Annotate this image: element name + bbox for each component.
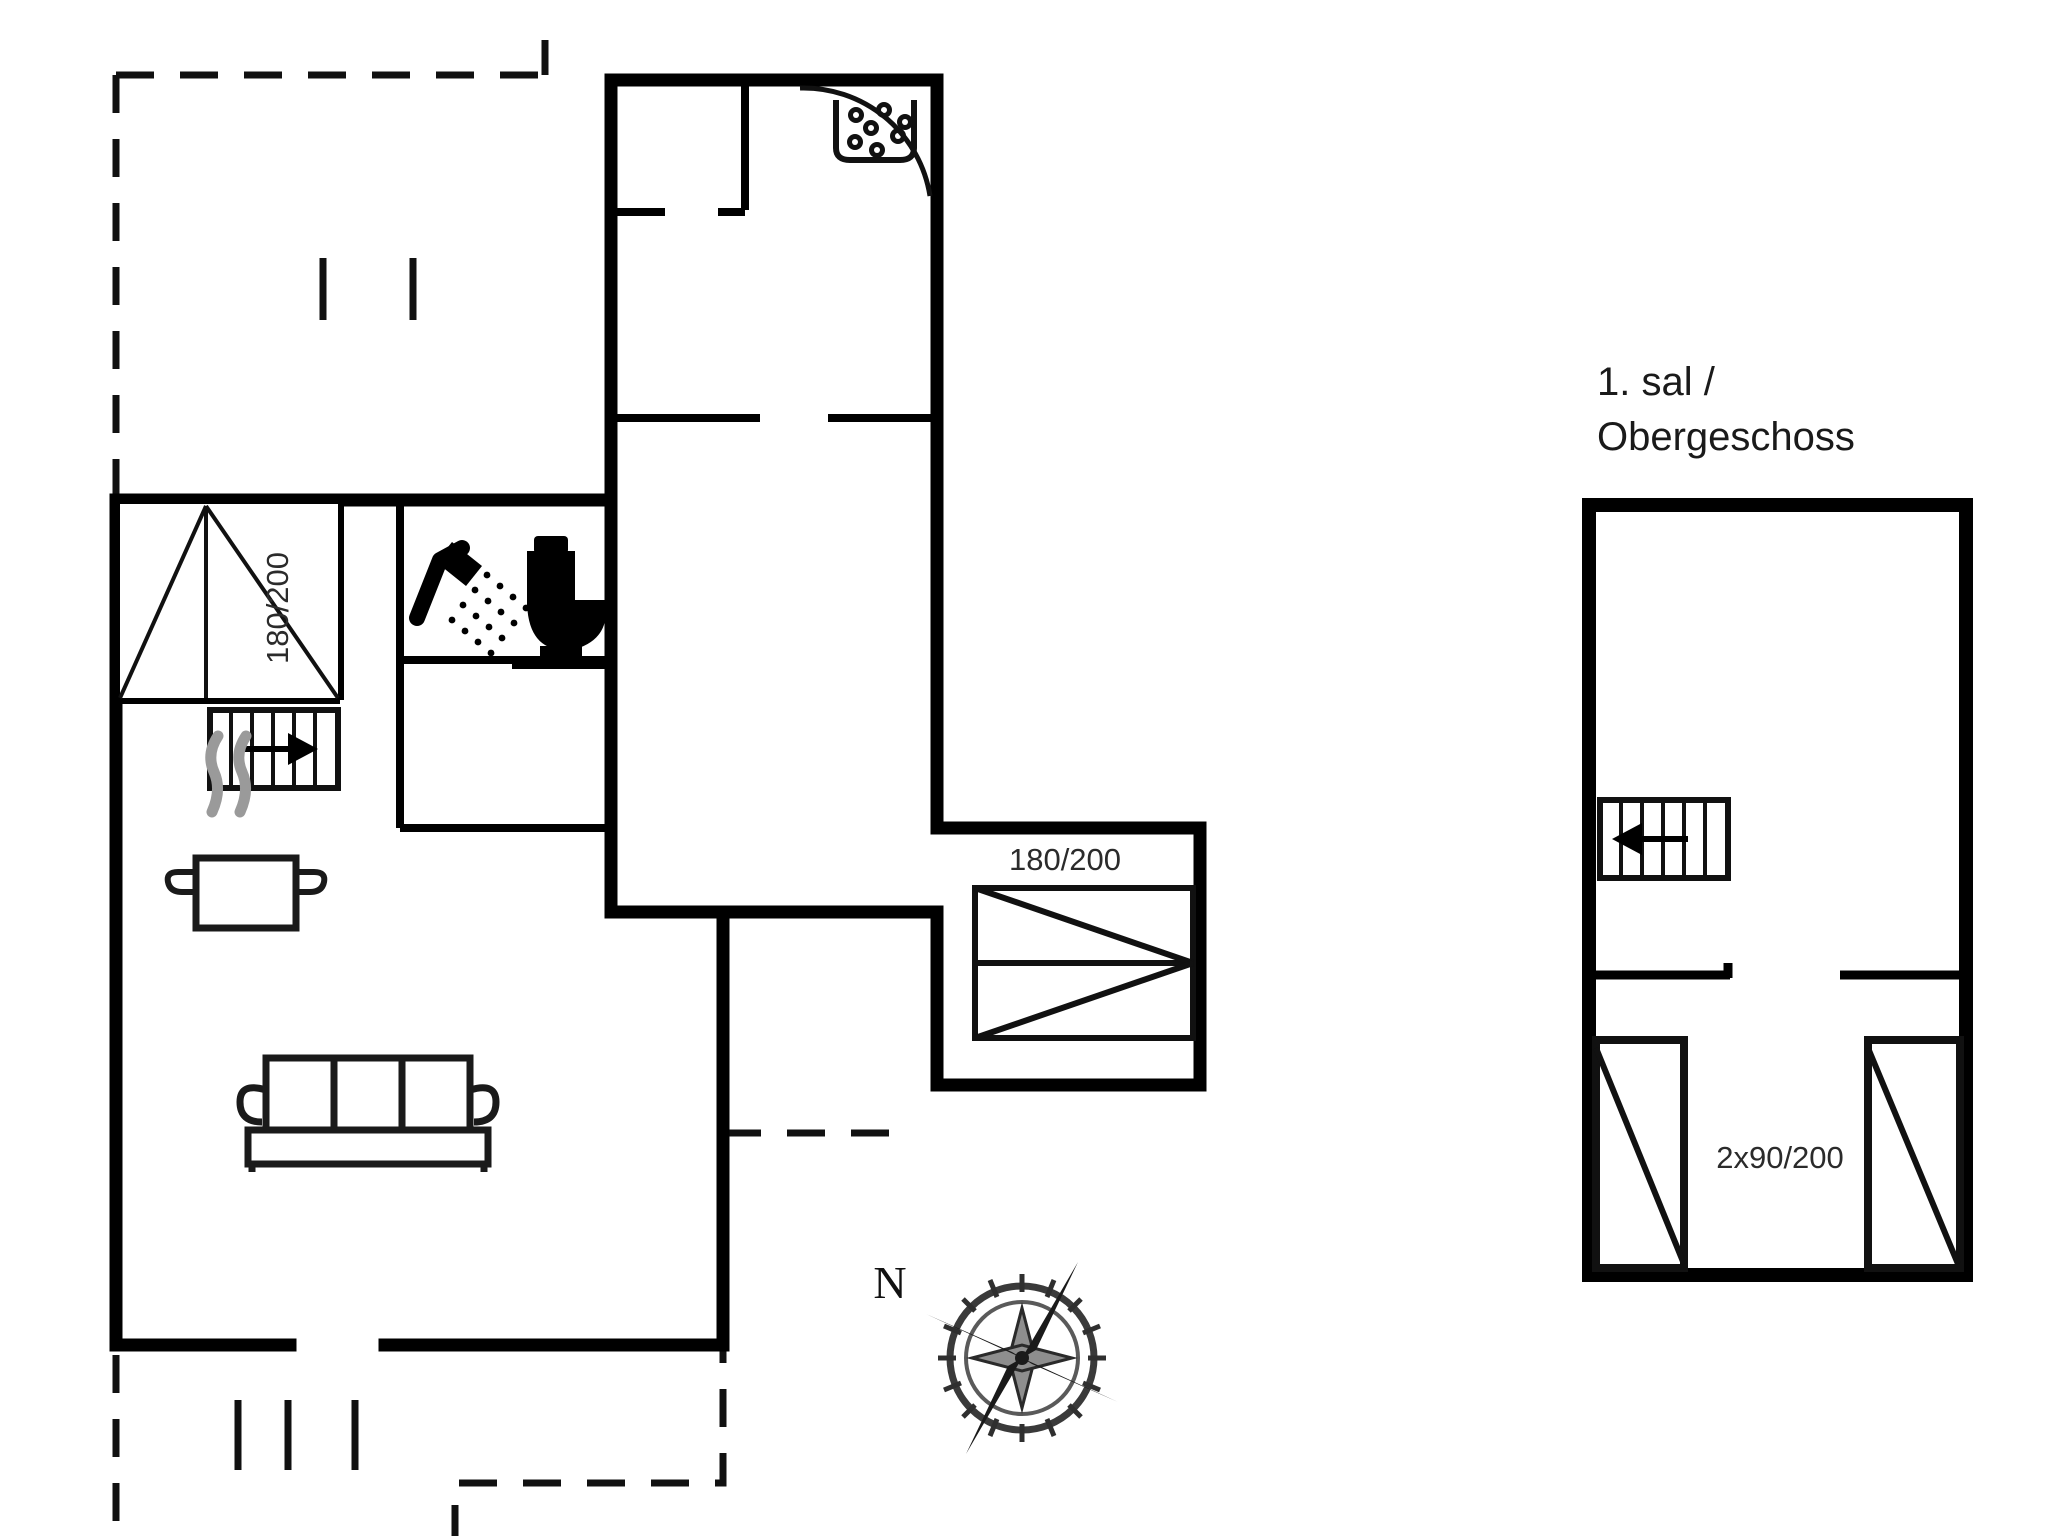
compass-north-label: N: [873, 1257, 906, 1308]
bed-180-200-right: [972, 885, 1196, 1041]
staircase-upper-floor: [1597, 797, 1731, 881]
cooking-pot-icon: [164, 730, 328, 932]
ground-floor-partitions: [116, 86, 937, 916]
single-bed-left: [1592, 1036, 1688, 1272]
arrow-left-icon: [1612, 823, 1688, 855]
upper-floor-title-line1: 1. sal /: [1597, 360, 1716, 404]
bed-label-left: 180/200: [260, 552, 295, 664]
sofa-icon: [236, 1054, 500, 1172]
staircase-ground-floor: [207, 707, 341, 791]
toilet-icon: [512, 536, 607, 669]
arrow-right-icon: [243, 733, 318, 765]
upper-bed-label: 2x90/200: [1716, 1140, 1844, 1175]
upper-floor-plan: 1. sal / Obergeschoss: [1582, 360, 1973, 1282]
bed-label-right: 180/200: [1009, 842, 1121, 877]
compass-rose: N: [873, 1257, 1118, 1454]
upper-floor-title-line2: Obergeschoss: [1597, 415, 1855, 459]
single-bed-right: [1864, 1036, 1964, 1272]
ground-floor-plan: 180/200: [109, 40, 1207, 1536]
door-swing-arc: [799, 85, 933, 197]
upper-floor-walls: [1582, 498, 1973, 1282]
bed-180-200-left: [118, 504, 340, 700]
shower-icon: [409, 540, 530, 657]
ground-floor-walls-thick: [109, 73, 1207, 1352]
upper-floor-partitions: [1596, 963, 1962, 980]
terrace-railing-marks: [234, 258, 417, 1470]
washing-machine-icon: [833, 100, 917, 163]
